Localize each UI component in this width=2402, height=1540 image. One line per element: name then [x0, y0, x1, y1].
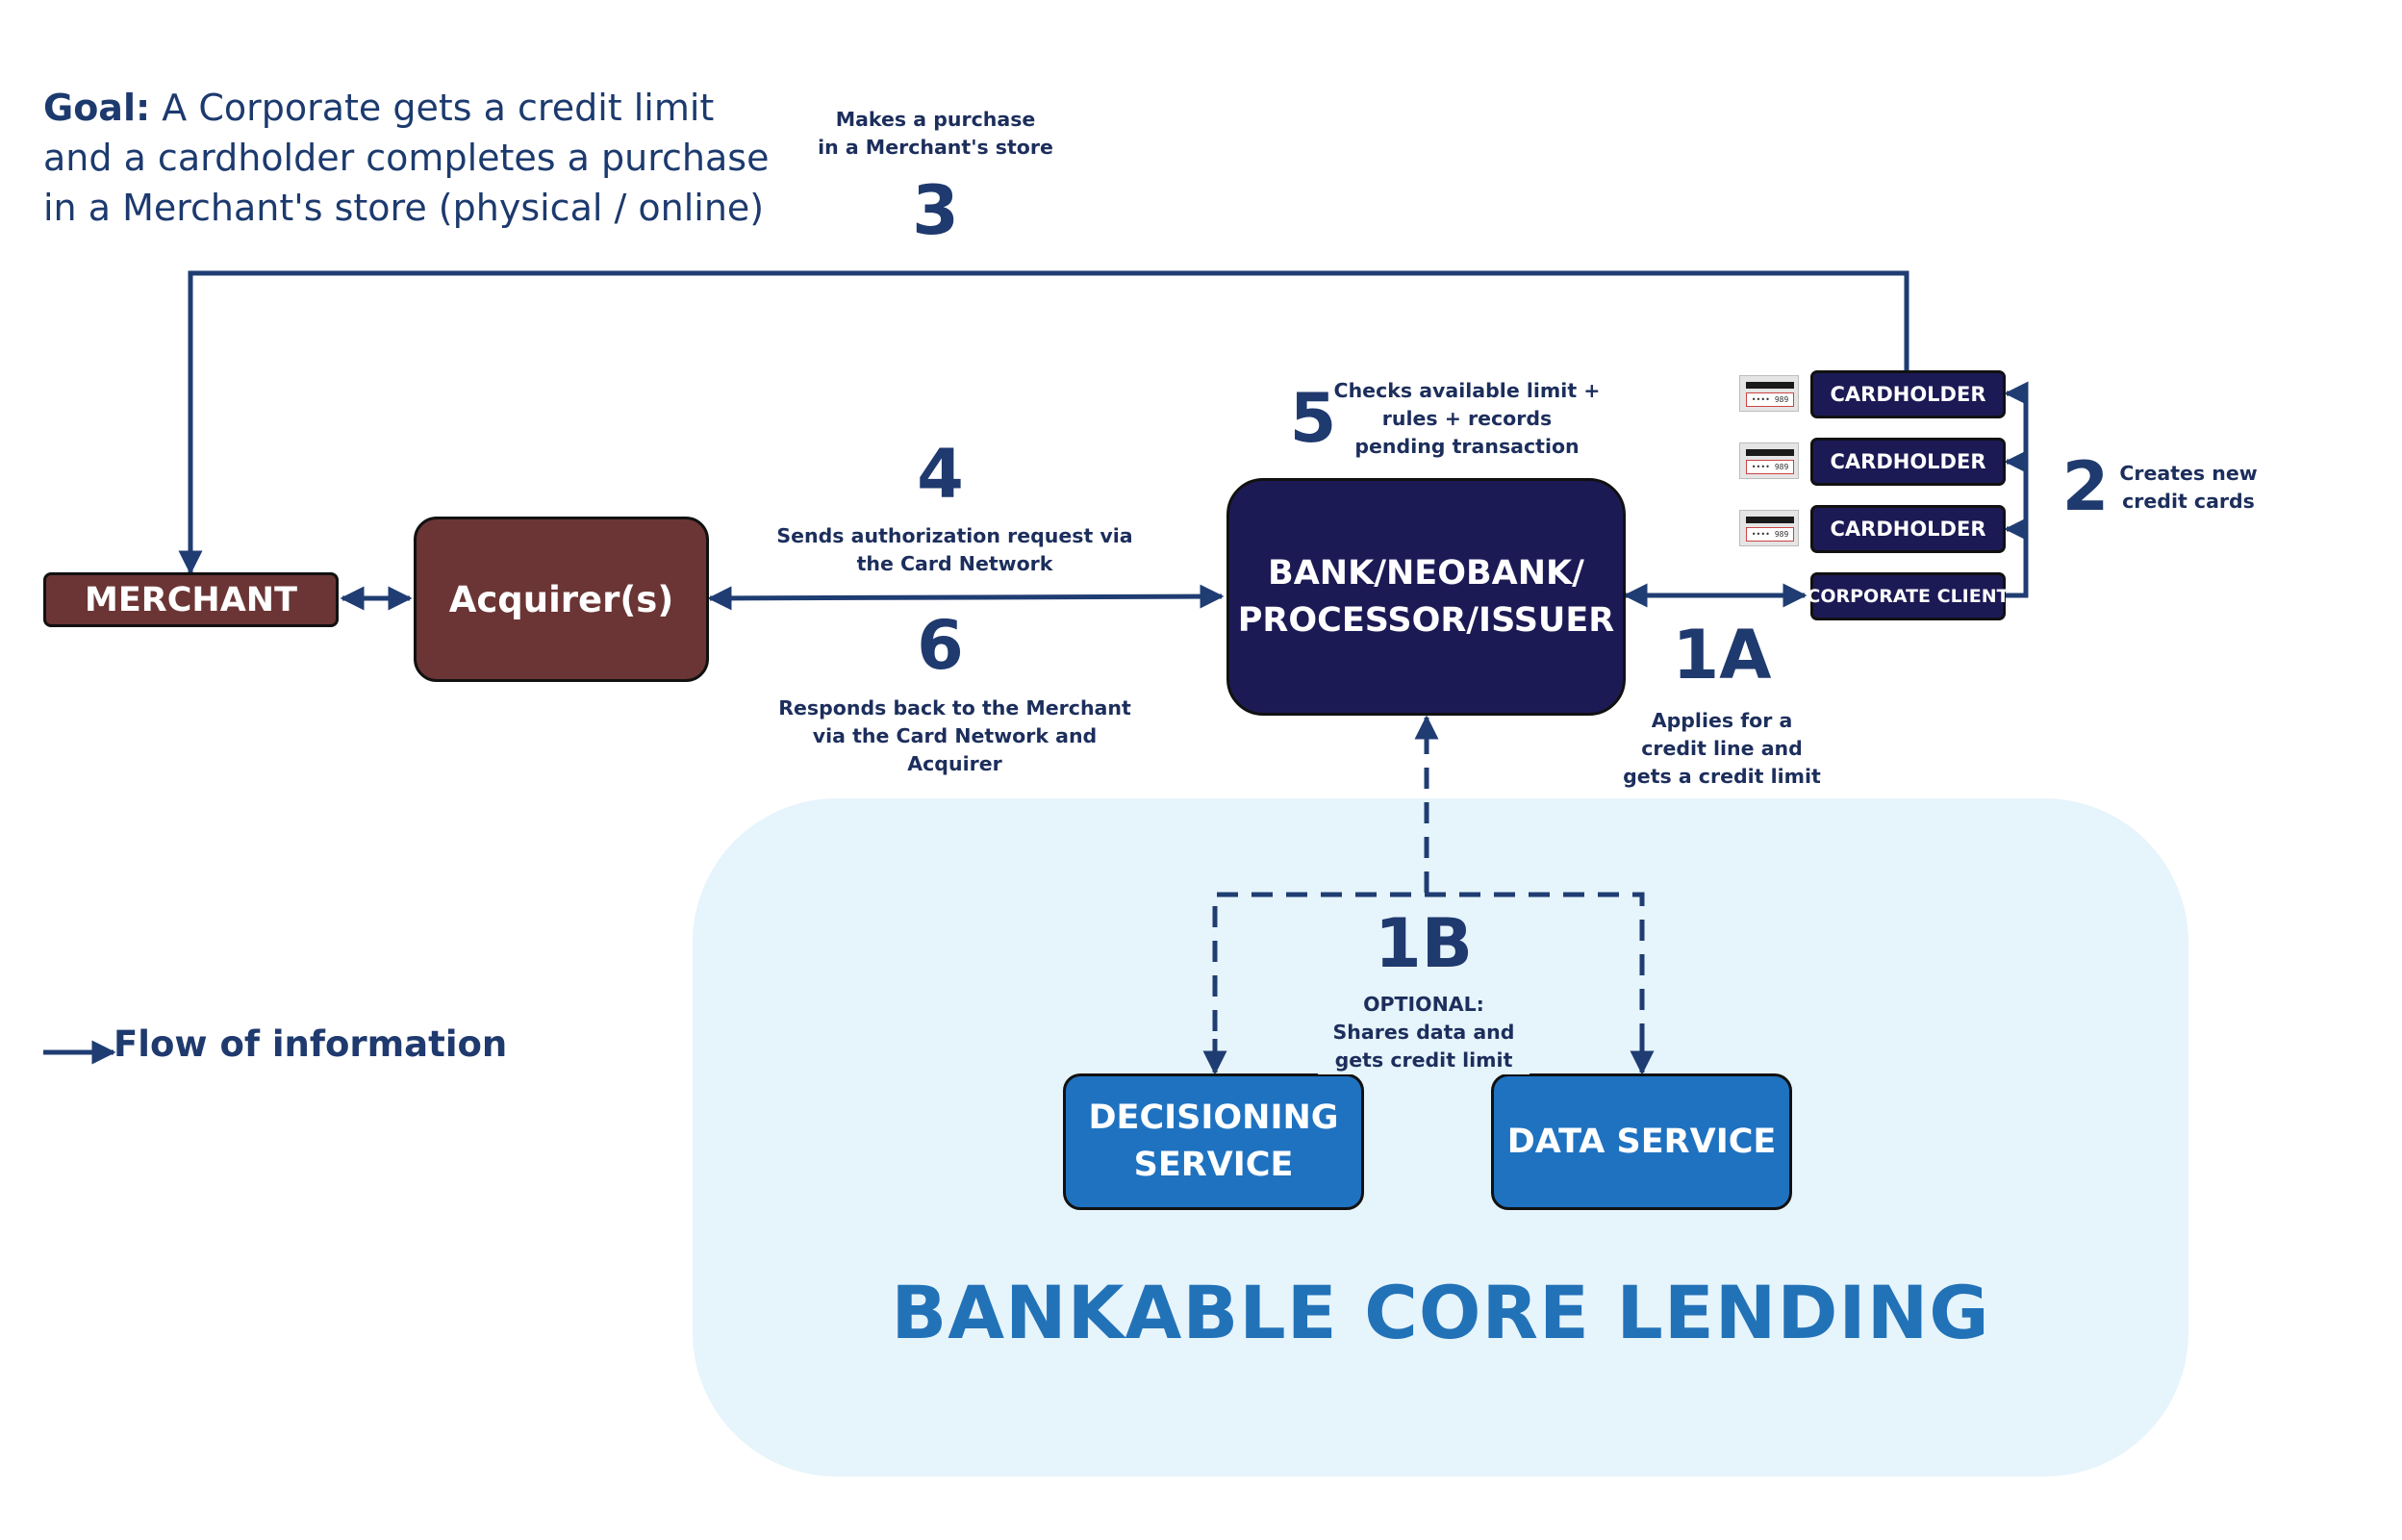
step-3-description: Makes a purchase in a Merchant's store — [818, 108, 1053, 159]
merchant-label: MERCHANT — [85, 580, 297, 619]
cardholder-node-3: CARDHOLDER — [1810, 505, 2006, 553]
legend-label: Flow of information — [114, 1023, 508, 1065]
goal-prefix: Goal: — [43, 87, 151, 129]
step-1a-description: Applies for a credit line and gets a cre… — [1623, 709, 1821, 788]
step-6-number: 6 — [917, 606, 964, 685]
data-service-node: DATA SERVICE — [1491, 1073, 1792, 1210]
goal-text: A Corporate gets a credit limit and a ca… — [43, 87, 770, 229]
corporate-client-node: CORPORATE CLIENT — [1807, 572, 2010, 620]
goal-statement: Goal: A Corporate gets a credit limit an… — [43, 83, 774, 233]
step-6-description: Responds back to the Merchant via the Ca… — [778, 696, 1131, 775]
step-5-number: 5 — [1289, 379, 1337, 458]
acquirer-label: Acquirer(s) — [448, 578, 674, 620]
step-2-number: 2 — [2061, 447, 2110, 526]
bank-label-line-1: BANK/NEOBANK/ — [1268, 553, 1584, 593]
decisioning-service-node: DECISIONING SERVICE — [1063, 1073, 1364, 1210]
corporate-client-label: CORPORATE CLIENT — [1807, 586, 2010, 607]
flow-bracket-step-2 — [2005, 393, 2029, 598]
step-5-description: Checks available limit + rules + records… — [1333, 379, 1601, 458]
legend: Flow of information — [43, 1023, 507, 1065]
decisioning-label-line-2: SERVICE — [1133, 1146, 1294, 1184]
merchant-node: MERCHANT — [43, 572, 339, 627]
flow-dashed-branch — [1212, 892, 1645, 1066]
cardholder-3-label: CARDHOLDER — [1830, 518, 1986, 541]
step-4-number: 4 — [917, 435, 964, 514]
credit-card-icon: •••• 989 — [1739, 442, 1799, 479]
decisioning-label-line-1: DECISIONING — [1088, 1098, 1339, 1137]
credit-card-icon: •••• 989 — [1739, 510, 1799, 546]
credit-card-icon: •••• 989 — [1739, 375, 1799, 412]
cardholder-2-label: CARDHOLDER — [1830, 450, 1986, 473]
step-2-description: Creates new credit cards — [2119, 462, 2258, 513]
flow-arrow-step-3 — [178, 270, 1909, 575]
data-service-label: DATA SERVICE — [1506, 1123, 1777, 1161]
bank-label-line-2: PROCESSOR/ISSUER — [1237, 600, 1615, 640]
cardholder-1-label: CARDHOLDER — [1830, 383, 1986, 406]
acquirer-node: Acquirer(s) — [414, 517, 709, 682]
cardholder-node-2: CARDHOLDER — [1810, 438, 2006, 486]
step-1b-number: 1B — [1352, 904, 1496, 983]
bankable-core-lending-title: BANKABLE CORE LENDING — [891, 1270, 1990, 1355]
flow-arrow-acquirer-bank — [707, 584, 1225, 611]
bank-processor-issuer-node: BANK/NEOBANK/ PROCESSOR/ISSUER — [1226, 478, 1626, 716]
step-3-number: 3 — [912, 171, 959, 250]
step-1a-number: 1A — [1672, 616, 1772, 694]
step-4-description: Sends authorization request via the Card… — [776, 524, 1133, 575]
step-1b-description: OPTIONAL: Shares data and gets credit li… — [1318, 991, 1530, 1074]
cardholder-node-1: CARDHOLDER — [1810, 370, 2006, 418]
